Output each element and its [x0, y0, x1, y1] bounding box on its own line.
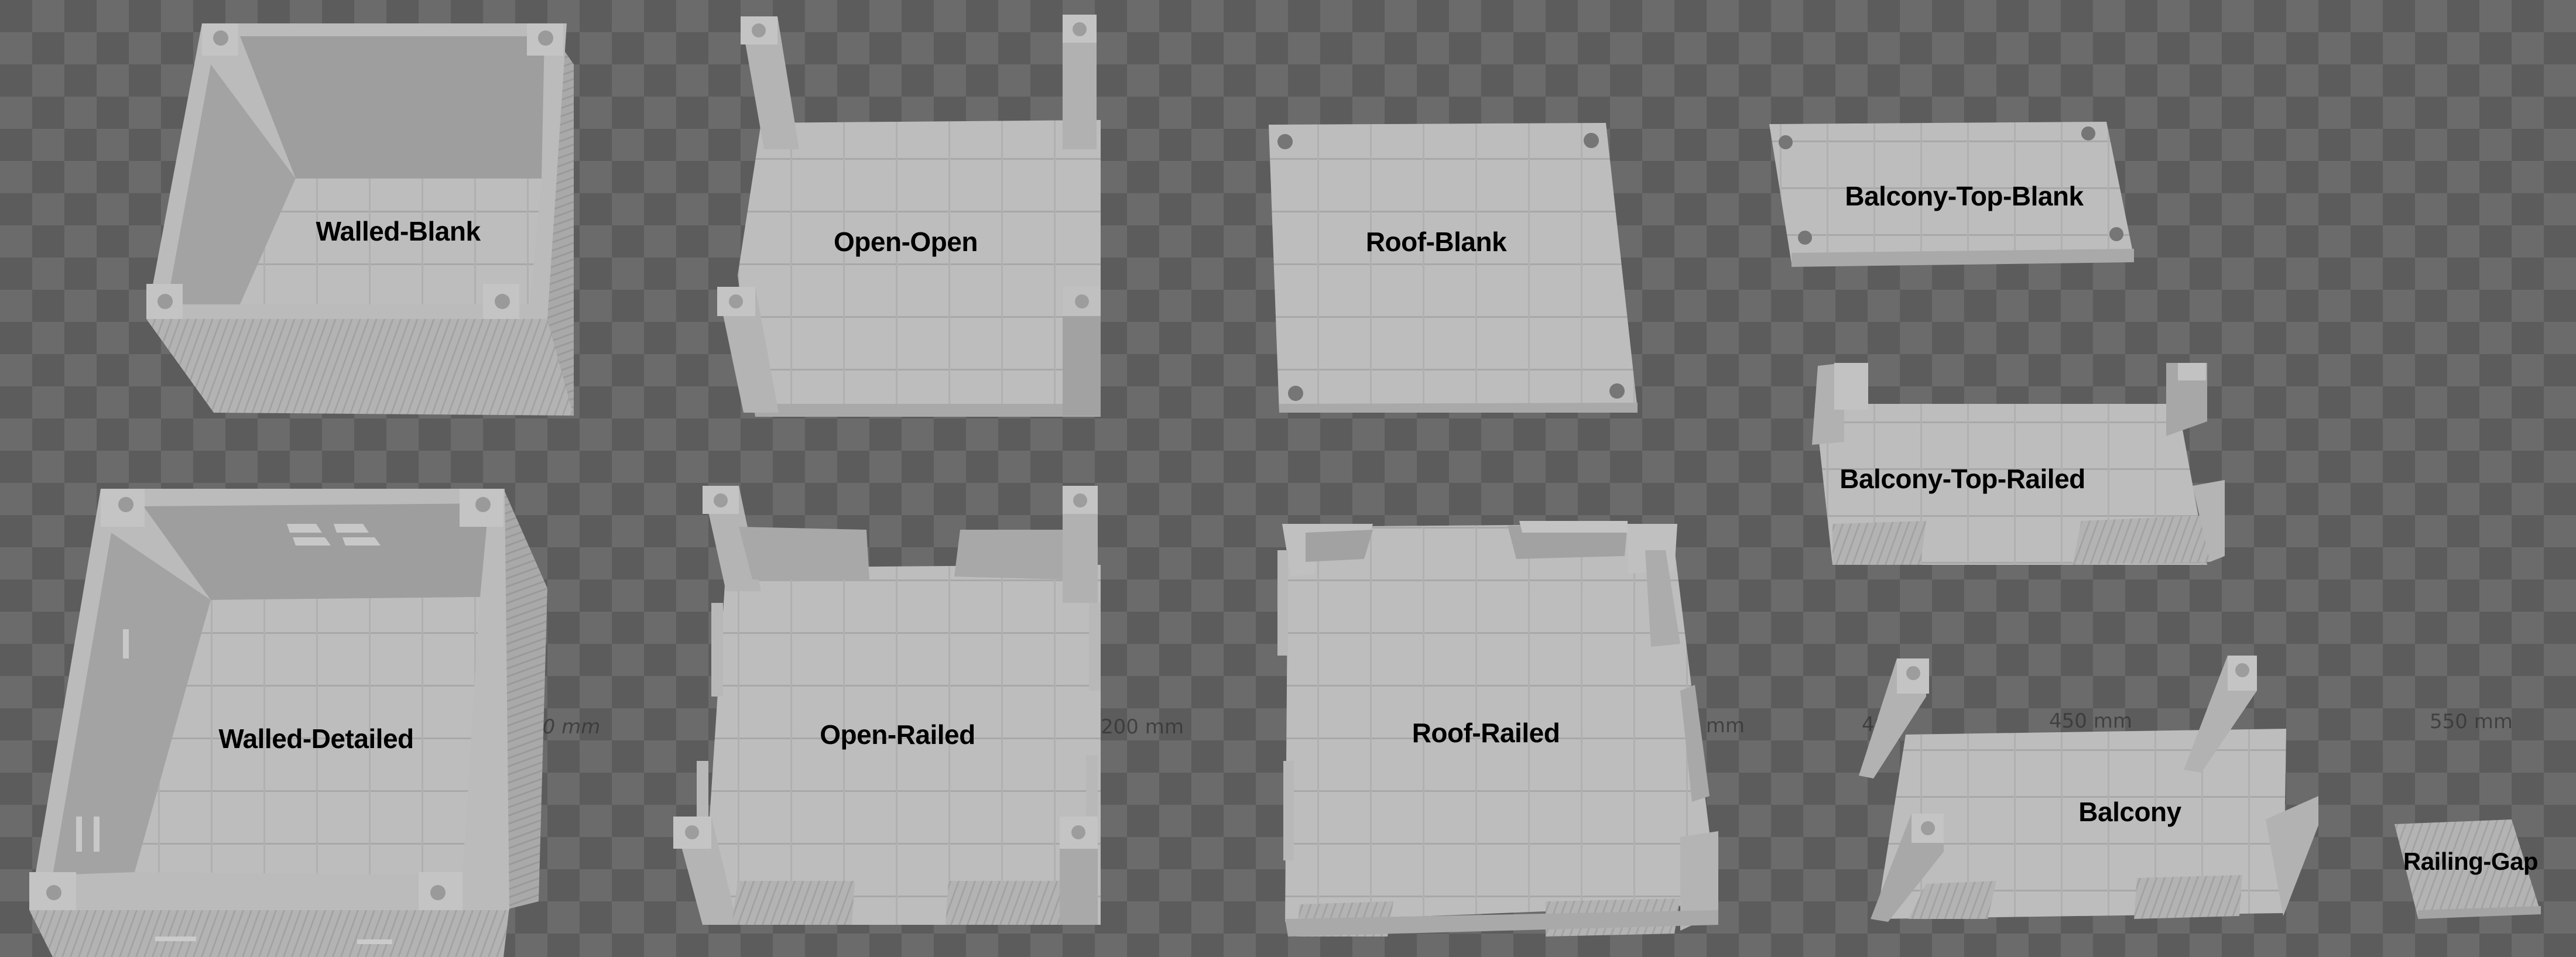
label-roof-blank: Roof-Blank — [1365, 227, 1507, 257]
label-walled-detailed: Walled-Detailed — [218, 723, 414, 754]
model-walled-blank[interactable] — [146, 23, 574, 416]
label-open-railed: Open-Railed — [820, 719, 975, 750]
model-balcony-top-railed[interactable] — [1812, 363, 2225, 565]
model-balcony-top-blank[interactable] — [1769, 122, 2134, 267]
model-walled-detailed[interactable] — [29, 489, 547, 957]
model-railing-gap[interactable] — [2395, 819, 2541, 919]
label-roof-railed: Roof-Railed — [1412, 718, 1560, 748]
label-open-open: Open-Open — [834, 227, 978, 257]
axis-label-550mm: 550 mm — [2430, 710, 2513, 733]
axis-label-200mm: 200 mm — [1101, 715, 1184, 739]
label-balcony-top-blank: Balcony-Top-Blank — [1845, 181, 2084, 211]
model-roof-railed[interactable] — [1277, 521, 1718, 937]
label-balcony-top-railed: Balcony-Top-Railed — [1839, 464, 2085, 494]
model-roof-blank[interactable] — [1269, 123, 1638, 413]
label-railing-gap: Railing-Gap — [2403, 848, 2539, 875]
label-walled-blank: Walled-Blank — [316, 216, 481, 246]
axis-label-450mm: 450 mm — [2049, 709, 2132, 733]
model-open-open[interactable] — [717, 15, 1101, 417]
model-balcony[interactable] — [1859, 656, 2318, 922]
model-open-railed[interactable] — [673, 486, 1101, 925]
label-balcony: Balcony — [2078, 797, 2181, 827]
